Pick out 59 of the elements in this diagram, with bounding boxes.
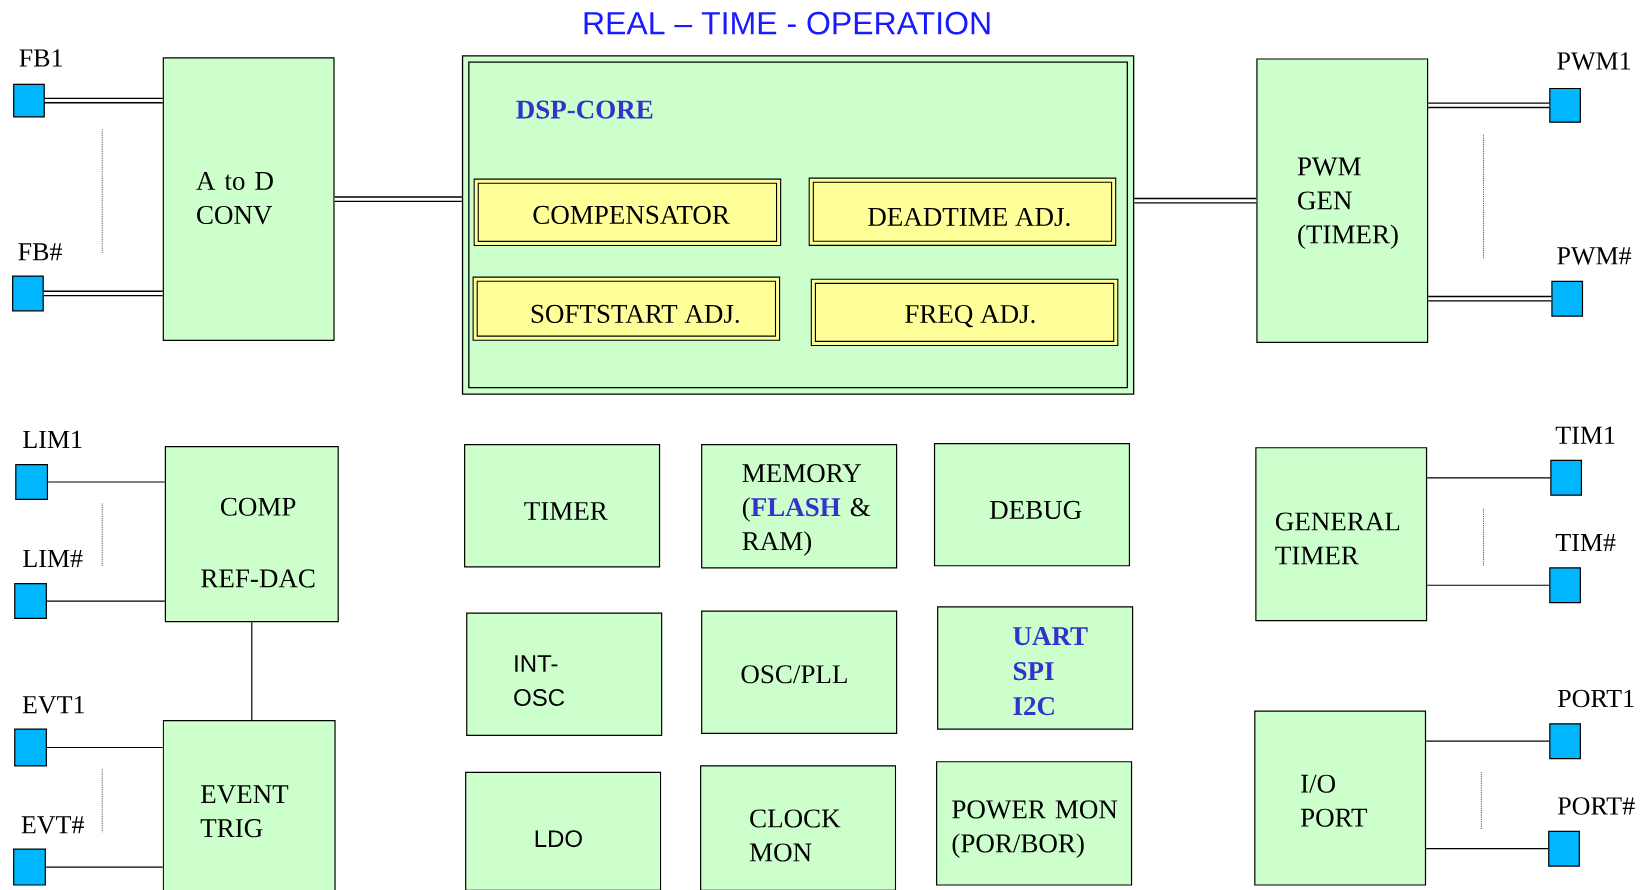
function-block: INT-OSC xyxy=(466,612,663,736)
node-label: TIM# xyxy=(1555,533,1616,551)
pin-square: EVT# xyxy=(13,816,84,886)
connector-line xyxy=(251,621,253,721)
node-label: PORT# xyxy=(1557,797,1635,815)
connector-line xyxy=(1426,584,1550,586)
pin-square: PORT1 xyxy=(1549,689,1634,760)
node-label: LIM# xyxy=(23,549,83,567)
function-block: COMP REF-DAC xyxy=(164,446,339,623)
function-block: DEBUG xyxy=(933,442,1131,567)
connector-line xyxy=(1426,477,1551,479)
sub-block: SOFTSTART ADJ. xyxy=(472,276,781,341)
connector-line xyxy=(1428,295,1552,302)
node-label: EVT1 xyxy=(22,695,84,714)
sub-block: DEADTIME ADJ. xyxy=(808,177,1117,246)
pin-square: LIM1 xyxy=(15,430,82,500)
function-block: OSC/PLL xyxy=(701,610,898,734)
node-label: EVT# xyxy=(21,816,84,834)
connector-line xyxy=(43,290,163,297)
pin-square: FB1 xyxy=(13,49,62,118)
node-label: PWM# xyxy=(1557,247,1632,265)
connector-line xyxy=(46,746,164,748)
pin-square: TIM# xyxy=(1549,533,1616,604)
node-label: PORT1 xyxy=(1557,689,1634,708)
node-label: FB1 xyxy=(19,49,62,67)
sub-block: COMPENSATOR xyxy=(473,178,782,246)
connector-line xyxy=(45,866,164,868)
connector-line xyxy=(47,481,166,483)
function-block: MEMORY (FLASH & RAM) xyxy=(701,443,898,569)
node-label: LIM1 xyxy=(23,430,82,448)
function-block: TIMER xyxy=(464,443,661,568)
node-label: PWM1 xyxy=(1557,52,1631,70)
connector-line xyxy=(1425,740,1550,742)
connector-line xyxy=(44,97,163,104)
function-block: A to D CONV xyxy=(162,57,335,341)
function-block: EVENT TRIG xyxy=(162,719,336,890)
function-block: CLOCK MON xyxy=(700,765,897,890)
pin-square: TIM1 xyxy=(1550,426,1615,496)
pin-square: LIM# xyxy=(14,549,83,619)
node-label: FB# xyxy=(18,243,62,261)
pin-square: PWM# xyxy=(1551,247,1632,317)
pin-square: EVT1 xyxy=(14,695,84,767)
function-block: PWM GEN (TIMER) xyxy=(1256,58,1429,343)
function-block: POWER MON (POR/BOR) xyxy=(936,761,1133,886)
function-block: UART SPI I2C xyxy=(937,606,1134,730)
connector-line xyxy=(1134,197,1257,204)
function-block: GENERAL TIMER xyxy=(1255,447,1428,622)
connector-line xyxy=(1425,847,1549,850)
pin-square: PORT# xyxy=(1548,797,1635,867)
sub-block: FREQ ADJ. xyxy=(810,278,1119,346)
pin-square: PWM1 xyxy=(1549,52,1631,123)
function-block: LDO xyxy=(465,771,662,890)
connector-line xyxy=(334,196,462,202)
connector-line xyxy=(46,600,166,602)
function-block: I/O PORT xyxy=(1254,710,1427,886)
pin-square: FB# xyxy=(12,243,62,312)
node-label: TIM1 xyxy=(1555,426,1615,444)
connector-line xyxy=(1428,102,1550,109)
title: REAL – TIME - OPERATION xyxy=(584,11,990,35)
